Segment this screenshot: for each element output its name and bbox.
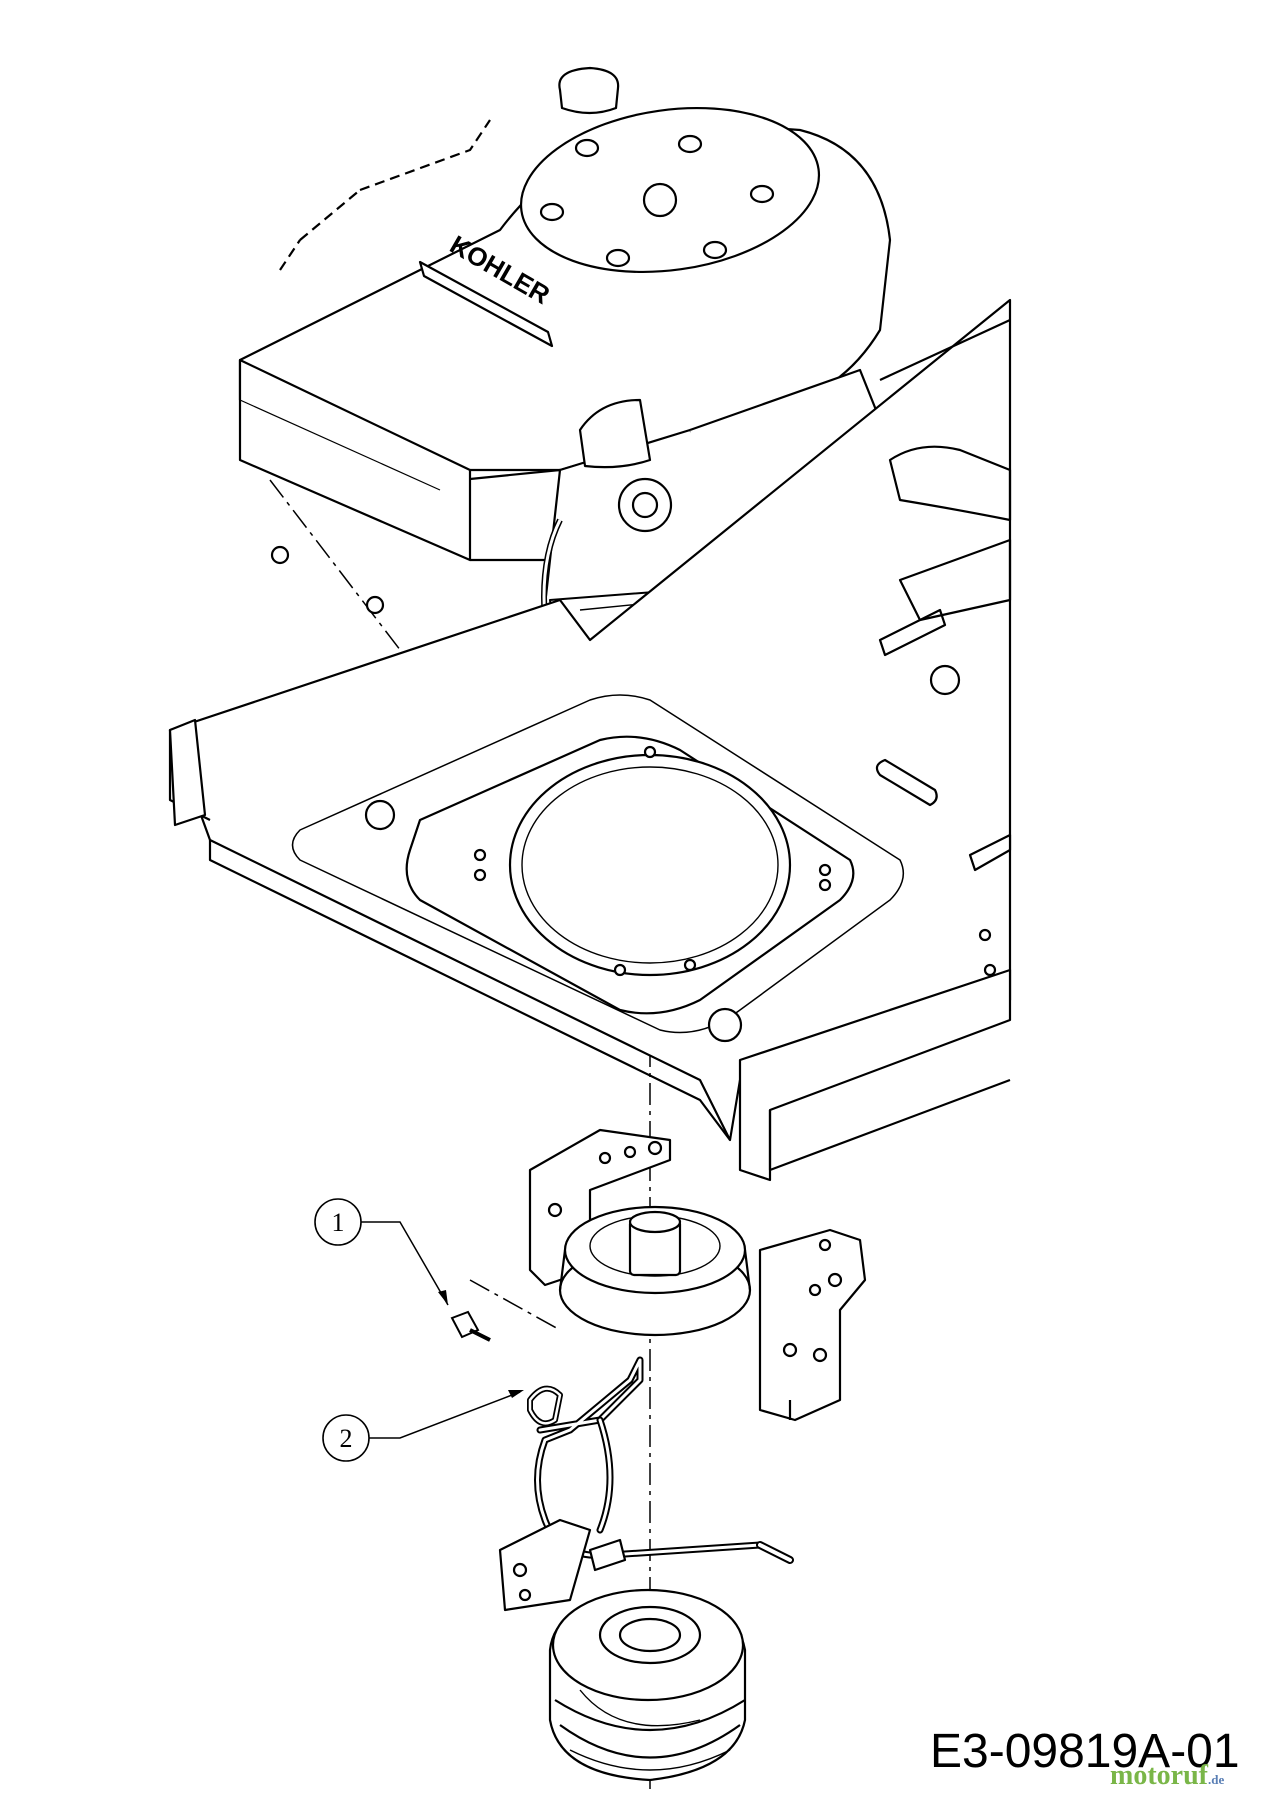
callout-2-leader [369, 1391, 521, 1439]
callout-1-number: 1 [332, 1208, 345, 1237]
watermark: motoruf.de [1110, 1762, 1224, 1790]
clutch-bracket-right [758, 1228, 867, 1422]
callout-2-number: 2 [340, 1424, 353, 1453]
pto-clutch [498, 1518, 747, 1782]
watermark-main: motoruf [1110, 1760, 1208, 1791]
watermark-suffix: .de [1207, 1772, 1225, 1787]
mower-frame-plate [168, 298, 1012, 1182]
callout-2: 2 [322, 1390, 524, 1462]
callout-1: 1 [314, 1198, 449, 1306]
engine-pulley [558, 1205, 752, 1337]
drawing-number: E3-09819A-01 [930, 1725, 1240, 1778]
callout-1-leader [361, 1221, 449, 1306]
bolt-part-1 [450, 1310, 491, 1342]
